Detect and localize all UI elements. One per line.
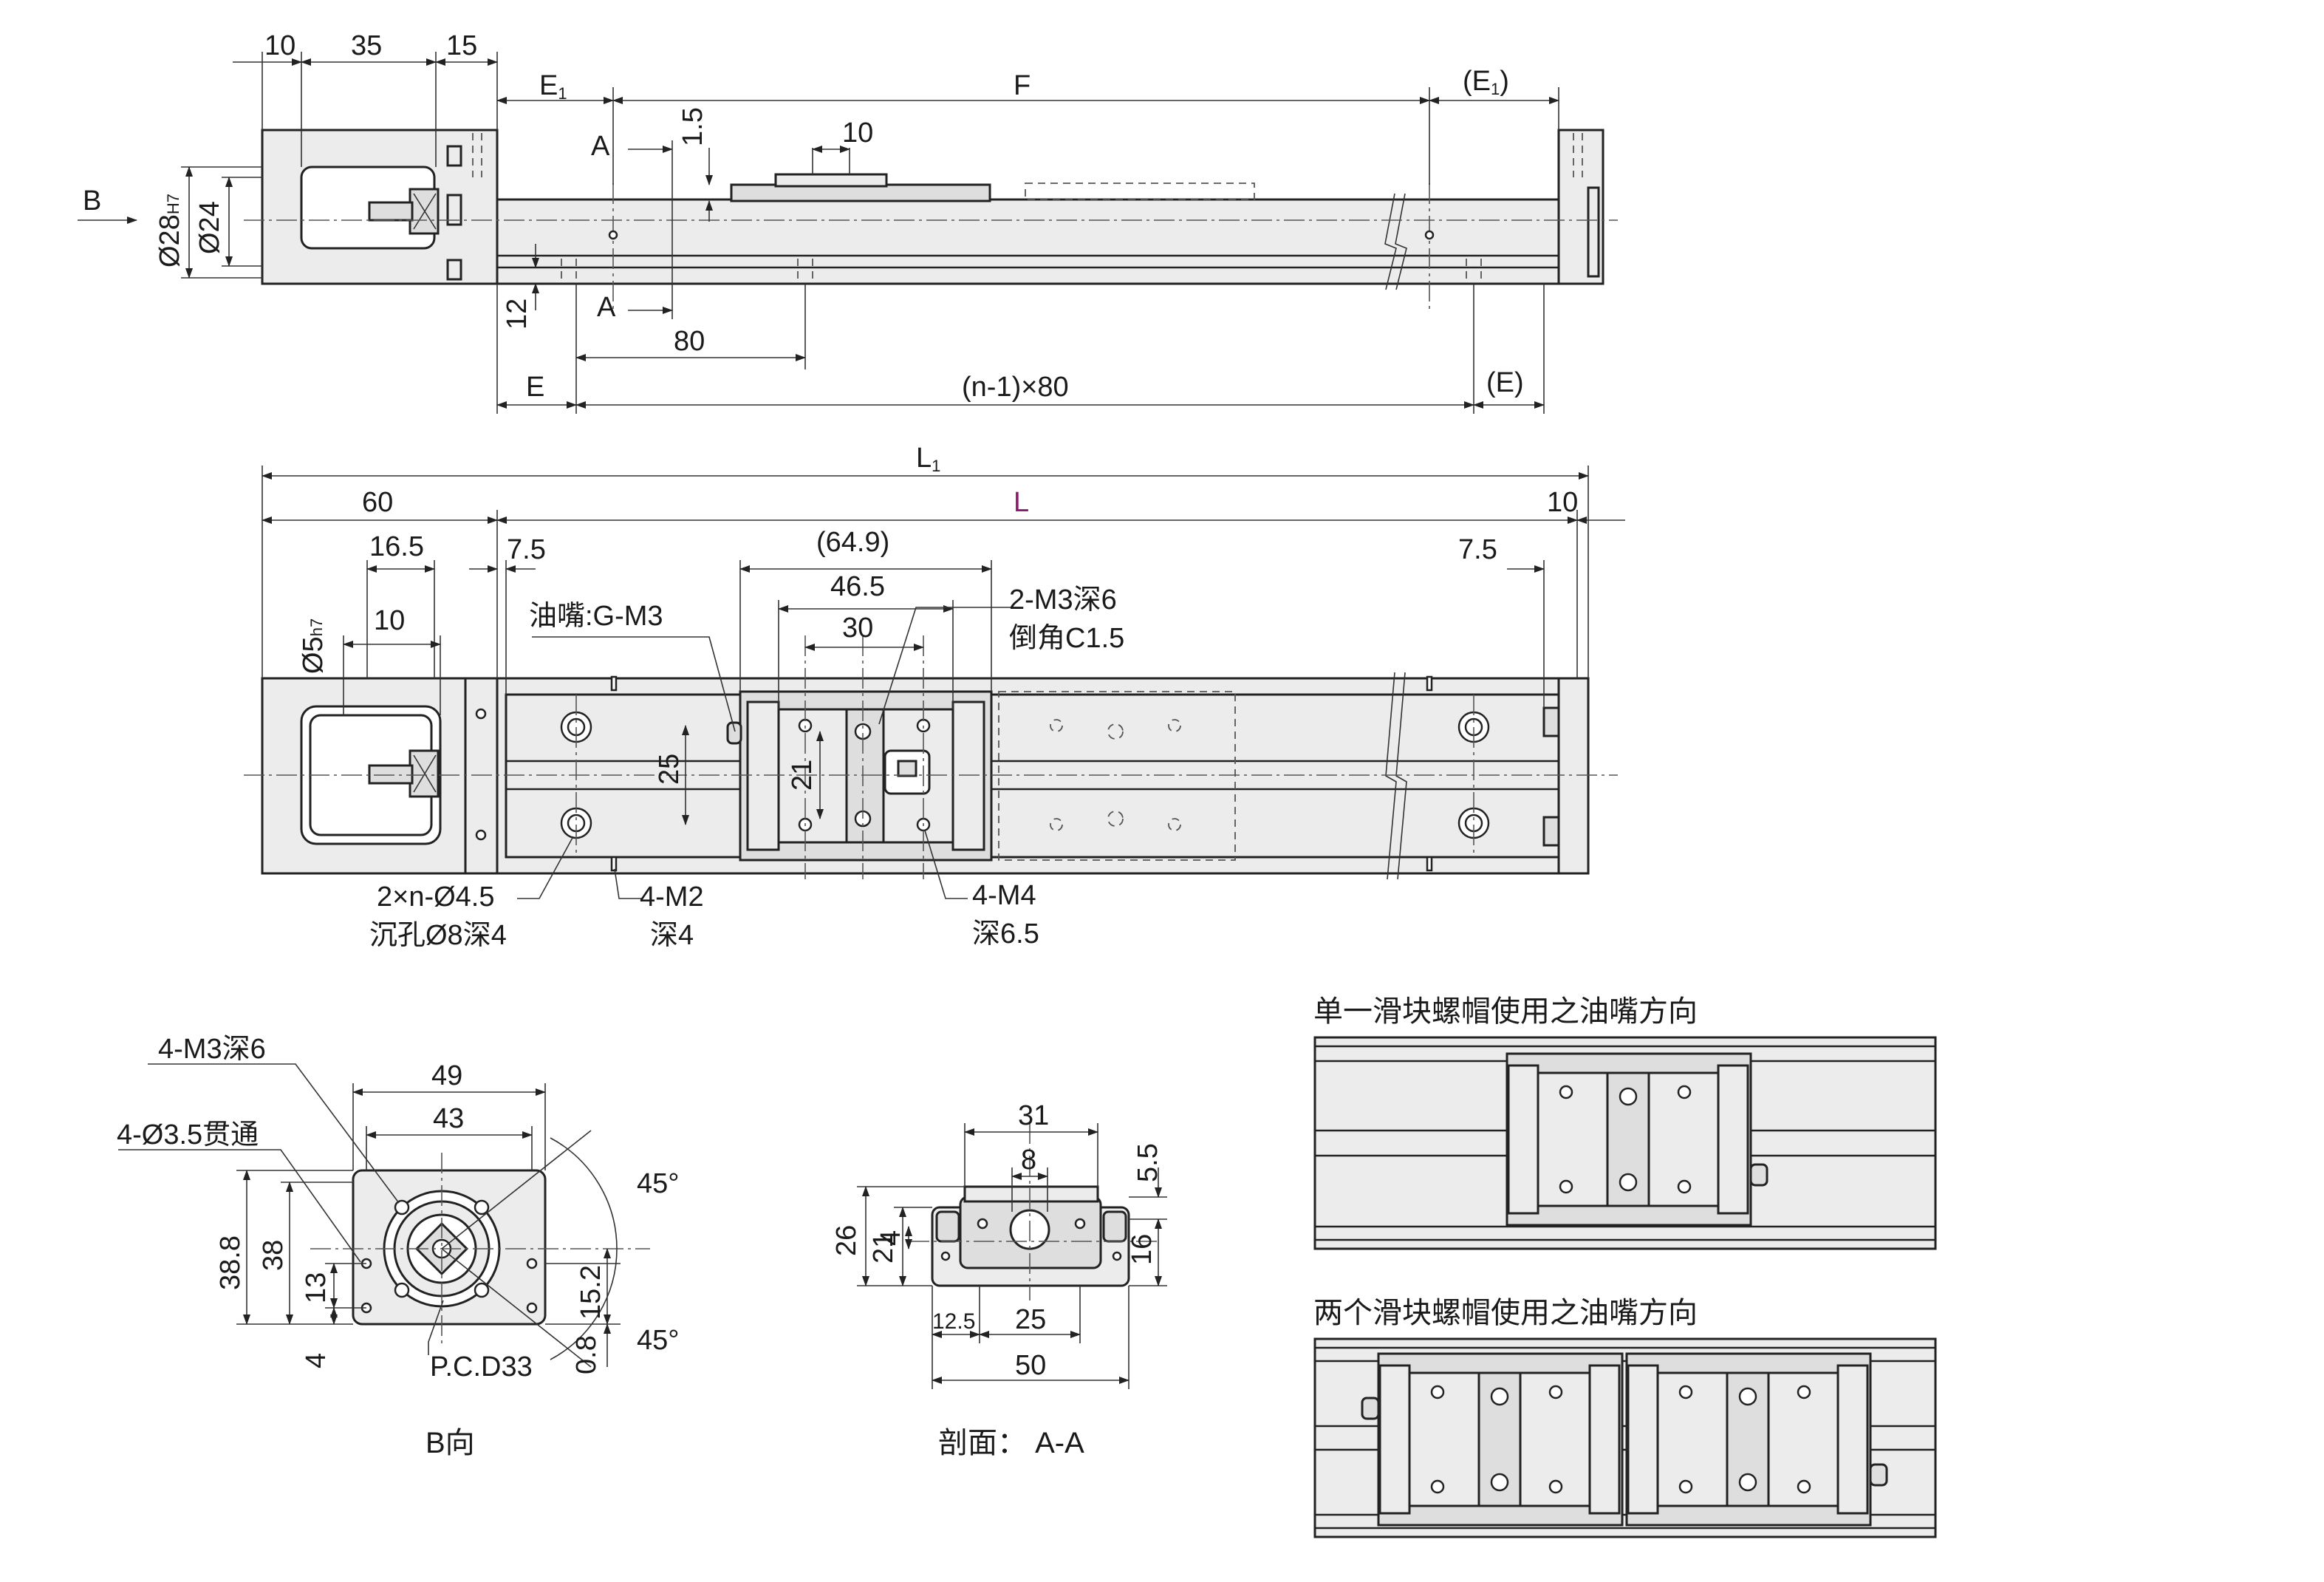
dim-49: 49 <box>431 1060 462 1091</box>
dim-12: 12 <box>502 299 533 330</box>
dim-1-5: 1.5 <box>677 107 708 146</box>
dim-25-sec: 25 <box>1015 1304 1046 1335</box>
dim-4-sec: 4 <box>875 1230 906 1246</box>
top-view: 10 35 15 E1 F (E1) 1.5 10 A A B Ø28H7 Ø2… <box>78 30 1618 414</box>
dim-16: 16 <box>1127 1234 1158 1265</box>
dim-38: 38 <box>258 1240 289 1271</box>
dim-21-sec: 21 <box>868 1232 899 1264</box>
counterbore-label-2: 沉孔Ø8深4 <box>369 920 507 951</box>
dim-26: 26 <box>831 1225 862 1256</box>
dim-pcd: P.C.D33 <box>430 1351 533 1382</box>
dim-35: 35 <box>351 30 382 61</box>
dim-25: 25 <box>654 754 685 785</box>
dim-15-2: 15.2 <box>575 1265 606 1320</box>
dim-dia28: Ø28H7 <box>154 194 185 267</box>
dim-45-top: 45° <box>637 1168 679 1199</box>
front-view: L1 60 L 10 16.5 7.5 (64.9) 7.5 46.5 30 1… <box>244 443 1625 951</box>
double-block-title: 两个滑块螺帽使用之油嘴方向 <box>1313 1297 1698 1329</box>
m4-label-2: 深6.5 <box>972 918 1039 949</box>
dim-60: 60 <box>362 487 393 518</box>
counterbore-label-1: 2×n-Ø4.5 <box>377 882 495 913</box>
dim-10-slider: 10 <box>842 117 873 149</box>
dim-10-right: 10 <box>1547 487 1578 518</box>
dim-80: 80 <box>674 326 705 357</box>
double-block-detail: 两个滑块螺帽使用之油嘴方向 <box>1313 1297 1937 1538</box>
dim-e-ref: (E) <box>1486 367 1524 398</box>
b-thru-label: 4-Ø3.5贯通 <box>117 1119 259 1150</box>
dim-43: 43 <box>433 1103 464 1134</box>
section-a-bottom: A <box>597 292 616 323</box>
dim-dia5: Ø5h7 <box>298 618 329 674</box>
dim-50: 50 <box>1015 1350 1046 1381</box>
dim-13: 13 <box>301 1272 332 1303</box>
b-m3-label: 4-M3深6 <box>158 1034 266 1065</box>
m3-hole-label: 2-M3深6 <box>1009 584 1117 616</box>
m4-label-1: 4-M4 <box>972 880 1036 911</box>
m2-label-1: 4-M2 <box>640 882 704 913</box>
dim-7-5-left: 7.5 <box>507 534 546 565</box>
chamfer-label: 倒角C1.5 <box>1009 623 1124 654</box>
rail-body <box>496 198 1579 285</box>
oil-nipple-label: 油嘴:G-M3 <box>529 601 663 632</box>
dim-38-8: 38.8 <box>215 1235 246 1290</box>
dim-15: 15 <box>446 30 477 61</box>
dim-e: E <box>526 372 544 403</box>
dim-l1: L1 <box>916 443 940 475</box>
dim-pitch: (n-1)×80 <box>962 372 1069 403</box>
b-view: 4-M3深6 4-Ø3.5贯通 49 43 38.8 38 13 4 15.2 … <box>117 1034 679 1459</box>
single-block-detail: 单一滑块螺帽使用之油嘴方向 <box>1313 995 1937 1250</box>
dim-7-5-right: 7.5 <box>1458 534 1497 565</box>
dim-10-front: 10 <box>374 605 405 636</box>
coupling-shaft <box>368 201 414 222</box>
m2-label-2: 深4 <box>650 920 694 951</box>
section-aa: 31 8 5.5 26 21 4 16 12.5 25 50 剖面： A-A <box>831 1100 1167 1459</box>
dim-45-bottom: 45° <box>637 1325 679 1356</box>
dim-31: 31 <box>1018 1100 1049 1131</box>
dim-46-5: 46.5 <box>830 571 885 602</box>
dim-e1-ref: (E1) <box>1463 66 1509 98</box>
dim-64-9: (64.9) <box>816 527 889 558</box>
dim-30: 30 <box>842 613 873 644</box>
dim-e1: E1 <box>539 70 567 103</box>
dim-f: F <box>1014 70 1031 101</box>
section-caption: 剖面： A-A <box>938 1427 1084 1459</box>
dim-8: 8 <box>1021 1145 1036 1176</box>
view-b-marker: B <box>83 185 101 216</box>
dim-16-5: 16.5 <box>369 531 424 562</box>
dim-0-8: 0.8 <box>571 1335 602 1374</box>
dim-12-5: 12.5 <box>932 1309 975 1334</box>
section-a-top: A <box>591 131 610 162</box>
dim-5-5: 5.5 <box>1132 1143 1163 1182</box>
dim-dia24: Ø24 <box>194 201 225 254</box>
single-block-title: 单一滑块螺帽使用之油嘴方向 <box>1313 995 1698 1028</box>
dim-4: 4 <box>301 1353 332 1368</box>
dim-l: L <box>1014 487 1029 518</box>
b-view-caption: B向 <box>426 1427 475 1459</box>
dim-21: 21 <box>787 760 818 791</box>
dim-10: 10 <box>264 30 295 61</box>
